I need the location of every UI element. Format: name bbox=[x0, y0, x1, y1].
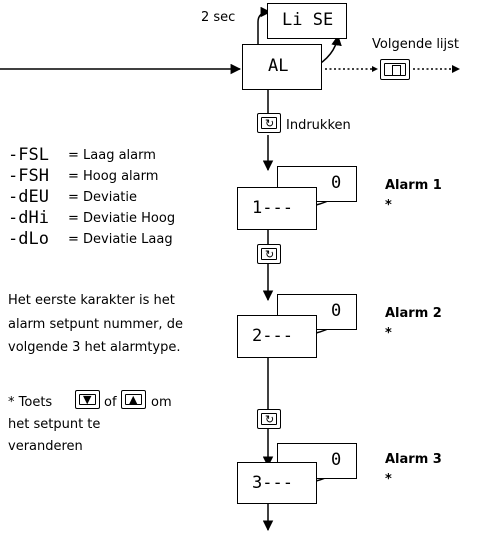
down-triangle-glyph: ▼ bbox=[83, 393, 92, 406]
legend-desc: = Deviatie Hoog bbox=[68, 211, 176, 226]
up-triangle-glyph: ▲ bbox=[129, 393, 138, 406]
alarm-2-star: * bbox=[385, 326, 392, 341]
scroll-glyph: ↻ bbox=[265, 248, 275, 261]
explanation-line: alarm setpunt nummer, de bbox=[8, 317, 183, 332]
keys-note-suffix: om bbox=[151, 395, 172, 410]
al-display-text: AL bbox=[268, 56, 289, 76]
alarm-2-code: 2--- bbox=[252, 326, 293, 346]
alarm-2-title: Alarm 2 bbox=[385, 306, 442, 321]
alarm-3-title: Alarm 3 bbox=[385, 452, 442, 467]
alarm-2-code-box[interactable]: 2--- bbox=[237, 315, 317, 358]
alarm-2-value: 0 bbox=[331, 301, 342, 321]
al-display-box[interactable]: AL bbox=[242, 44, 322, 90]
alarm-1-code-box[interactable]: 1--- bbox=[237, 187, 317, 230]
scroll-key-icon[interactable]: ↻ bbox=[257, 244, 281, 264]
up-arrow-key-icon[interactable]: ▲ bbox=[121, 390, 146, 409]
scroll-glyph: ↻ bbox=[265, 117, 275, 130]
next-list-label: Volgende lijst bbox=[372, 37, 460, 52]
alarm-3-code: 3--- bbox=[252, 473, 293, 493]
alarm-3-code-box[interactable]: 3--- bbox=[237, 462, 317, 504]
list-display-text: Li SE bbox=[282, 10, 334, 30]
alarm-1-code: 1--- bbox=[252, 198, 293, 218]
keys-note-line: het setpunt te bbox=[8, 417, 101, 432]
legend-code: -FSH bbox=[8, 166, 49, 186]
page-symbol bbox=[392, 65, 401, 76]
legend-desc: = Laag alarm bbox=[68, 148, 156, 163]
scroll-key-icon[interactable]: ↻ bbox=[257, 113, 281, 133]
keys-note-line: veranderen bbox=[8, 439, 83, 454]
keys-note-prefix: * Toets bbox=[8, 395, 53, 410]
alarm-1-title: Alarm 1 bbox=[385, 178, 442, 193]
legend-code: -FSL bbox=[8, 145, 49, 165]
list-display-box: Li SE bbox=[267, 3, 347, 39]
down-arrow-key-icon[interactable]: ▼ bbox=[75, 390, 100, 409]
hold-time-label: 2 sec bbox=[201, 10, 236, 25]
page-key-icon[interactable] bbox=[380, 59, 410, 80]
legend-desc: = Deviatie bbox=[68, 190, 138, 205]
legend-desc: = Hoog alarm bbox=[68, 169, 159, 184]
legend-code: -dLo bbox=[8, 229, 49, 249]
alarm-3-star: * bbox=[385, 472, 392, 487]
scroll-key-icon[interactable]: ↻ bbox=[257, 409, 281, 429]
press-label: Indrukken bbox=[286, 118, 351, 133]
explanation-line: volgende 3 het alarmtype. bbox=[8, 340, 181, 355]
legend-desc: = Deviatie Laag bbox=[68, 232, 173, 247]
alarm-1-value: 0 bbox=[331, 173, 342, 193]
legend-code: -dEU bbox=[8, 187, 49, 207]
legend-code: -dHi bbox=[8, 208, 49, 228]
alarm-3-value: 0 bbox=[331, 450, 342, 470]
scroll-glyph: ↻ bbox=[265, 413, 275, 426]
alarm-1-star: * bbox=[385, 198, 392, 213]
explanation-line: Het eerste karakter is het bbox=[8, 293, 175, 308]
keys-note-middle: of bbox=[104, 395, 117, 410]
